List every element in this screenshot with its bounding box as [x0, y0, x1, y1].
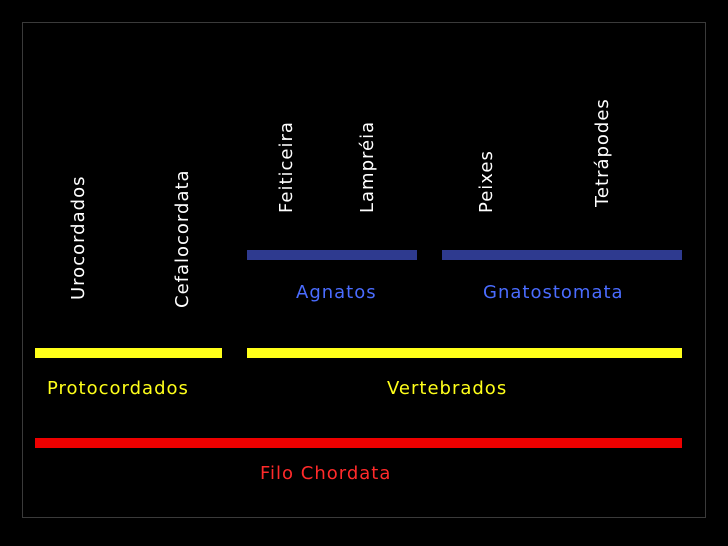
protocordados-bar — [35, 348, 222, 358]
label-protocordados: Protocordados — [47, 378, 189, 399]
diagram-frame — [22, 22, 706, 518]
label-agnatos: Agnatos — [296, 282, 377, 303]
gnatostomata-bar — [442, 250, 682, 260]
label-lampreia: Lampréia — [357, 120, 378, 213]
label-cefalocordata: Cefalocordata — [172, 169, 193, 308]
label-peixes: Peixes — [476, 150, 497, 213]
label-tetrapodes: Tetrápodes — [592, 98, 613, 207]
agnatos-bar — [247, 250, 417, 260]
vertebrados-bar — [247, 348, 682, 358]
label-vertebrados: Vertebrados — [387, 378, 508, 399]
label-urocordados: Urocordados — [68, 175, 89, 300]
label-feiticeira: Feiticeira — [276, 121, 297, 213]
label-filo-chordata: Filo Chordata — [260, 463, 392, 484]
label-gnatostomata: Gnatostomata — [483, 282, 624, 303]
chordata-bar — [35, 438, 682, 448]
